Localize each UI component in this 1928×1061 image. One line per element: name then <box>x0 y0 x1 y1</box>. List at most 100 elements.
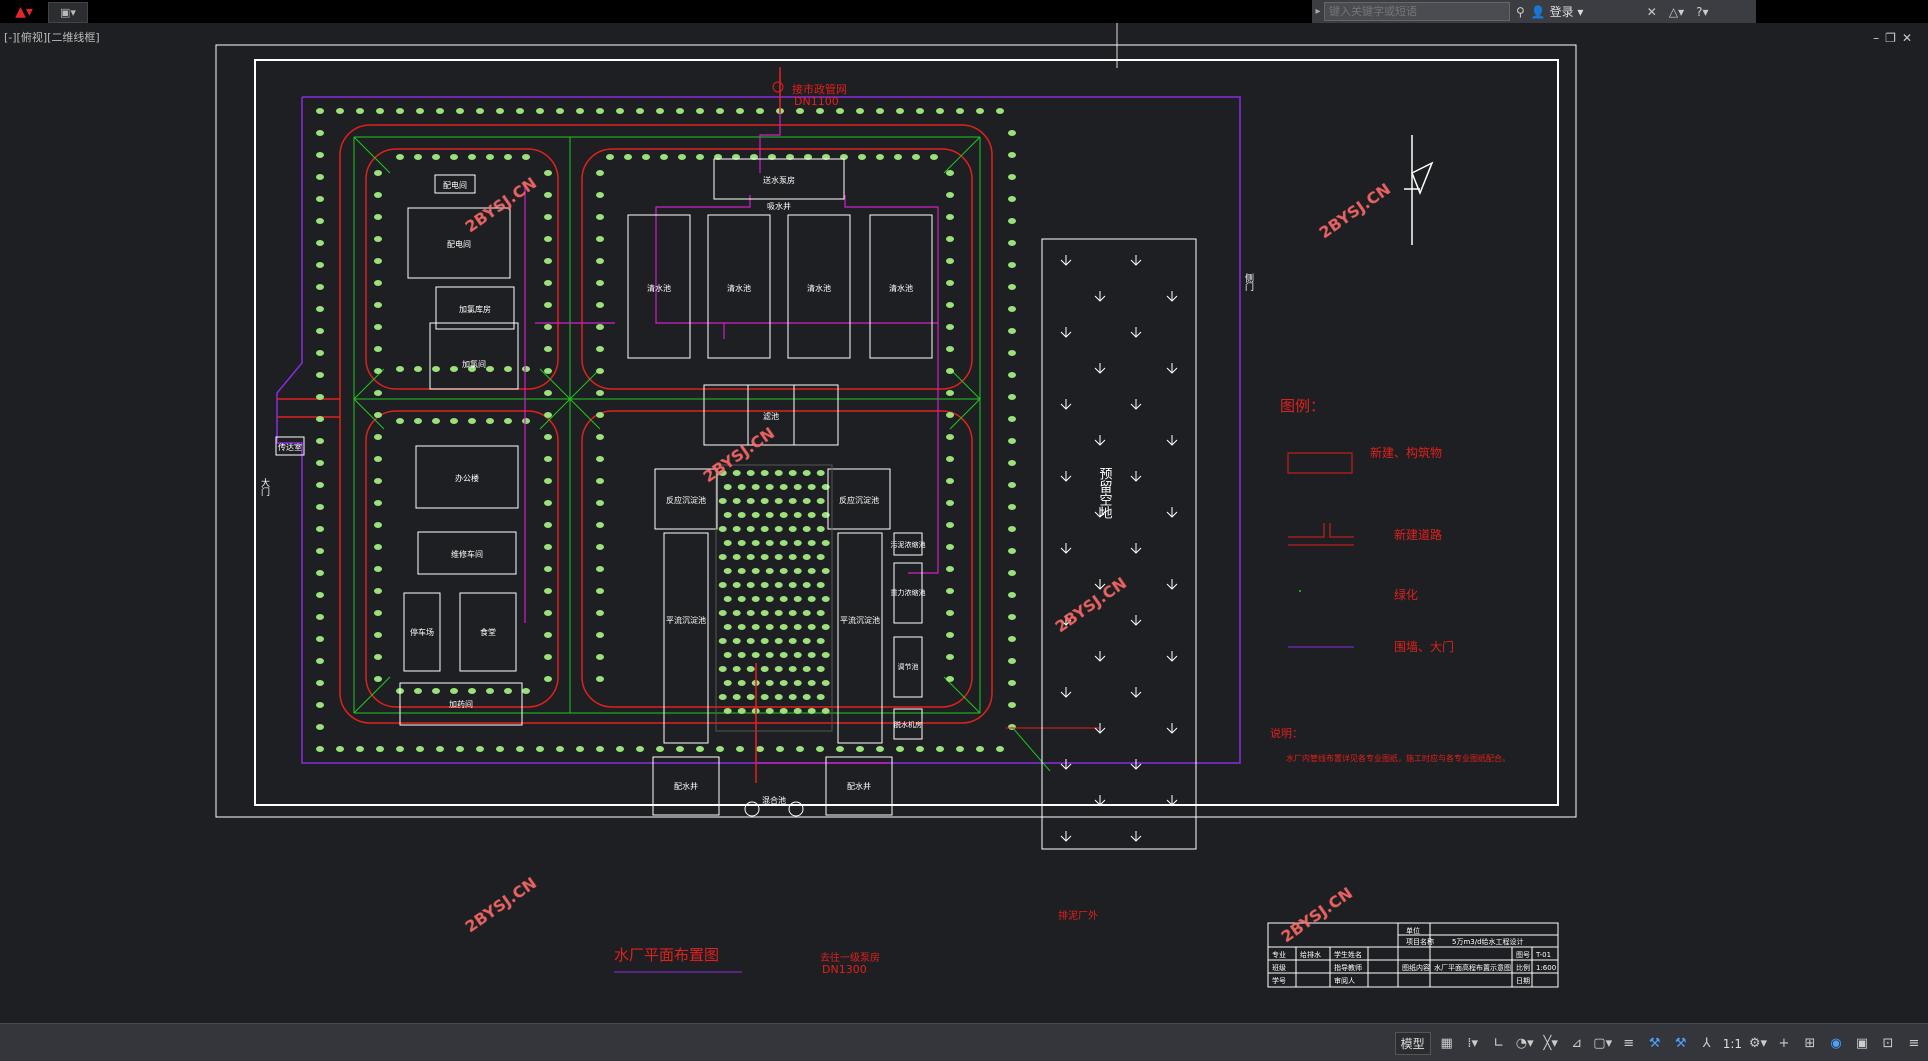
legend-green-swatch <box>1299 590 1301 592</box>
tree-icon <box>544 192 552 198</box>
arrow-down-icon <box>1130 255 1142 266</box>
lineweight-icon[interactable]: ≡ <box>1623 1036 1635 1051</box>
polar-icon[interactable]: ◔▾ <box>1515 1036 1534 1051</box>
tree-icon <box>746 470 755 476</box>
isodraft-icon[interactable]: ╳▾ <box>1543 1036 1558 1051</box>
quick-access-toolbar[interactable]: ▣▾ <box>48 2 88 23</box>
tree-icon <box>916 746 924 752</box>
tree-icon <box>396 746 404 752</box>
tree-icon <box>544 522 552 528</box>
customize-icon[interactable]: ≡ <box>1908 1036 1920 1051</box>
snap-icon[interactable]: ⁞▾ <box>1467 1036 1479 1051</box>
tree-icon <box>596 258 604 264</box>
tree-icon <box>956 108 964 114</box>
tree-icon <box>374 500 382 506</box>
annotation-icon[interactable]: ⅄ <box>1702 1036 1711 1051</box>
tree-icon <box>723 652 732 658</box>
tree-icon <box>516 746 524 752</box>
tree-icon <box>816 582 825 588</box>
annotation-scale-icon[interactable]: ⚒ <box>1648 1036 1661 1051</box>
tree-icon <box>376 746 384 752</box>
hardware-accel-icon[interactable]: ▣ <box>1855 1036 1869 1051</box>
tree-icon <box>821 680 830 686</box>
tree-icon <box>414 366 422 372</box>
login-button[interactable]: 👤 登录 ▾ <box>1530 5 1584 19</box>
tree-icon <box>450 688 458 694</box>
label-sed-right: 平流沉淀池 <box>840 615 880 625</box>
tree-icon <box>374 170 382 176</box>
tree-icon <box>737 540 746 546</box>
close-icon[interactable]: ✕ <box>1901 31 1918 45</box>
tree-icon <box>946 214 954 220</box>
binoculars-icon[interactable]: ⚲ <box>1516 4 1525 19</box>
tree-icon <box>596 236 604 242</box>
tree-icon <box>796 108 804 114</box>
tree-icon <box>774 666 783 672</box>
tree-icon <box>876 746 884 752</box>
tree-icon <box>636 746 644 752</box>
autocad-logo-icon[interactable]: ▲▾ <box>15 3 33 20</box>
building-dist-right <box>825 756 893 816</box>
tree-icon <box>732 666 741 672</box>
exchange-icon[interactable]: ✕ <box>1646 4 1657 19</box>
units-icon[interactable]: ⊞ <box>1804 1036 1816 1051</box>
tree-icon <box>793 596 802 602</box>
annotation-visibility-icon[interactable]: ⚒ <box>1674 1036 1687 1051</box>
tree-icon <box>756 108 764 114</box>
tree-icon <box>556 746 564 752</box>
gear-icon[interactable]: ⚙▾ <box>1748 1036 1768 1051</box>
window-controls[interactable]: –❐✕ <box>1873 31 1918 45</box>
tree-icon <box>788 470 797 476</box>
tree-icon <box>765 680 774 686</box>
guard-house <box>275 436 305 456</box>
tree-icon <box>504 418 512 424</box>
tree-icon <box>760 610 769 616</box>
tree-icon <box>1008 372 1016 378</box>
tree-icon <box>788 694 797 700</box>
search-input[interactable] <box>1324 2 1510 21</box>
expand-arrow-icon[interactable]: ▸ <box>1315 6 1321 17</box>
plan-title: 水厂平面布置图 <box>614 946 719 964</box>
arrow-down-icon <box>1166 435 1178 446</box>
tree-icon <box>316 702 324 708</box>
tree-icon <box>596 456 604 462</box>
label-dist-right: 配水井 <box>847 781 871 791</box>
tree-icon <box>736 108 744 114</box>
drawing-canvas[interactable]: 配电间 配电间 加氯库房 办公楼 维修车间 停车场 食堂 加药间 送水泵房 吸水… <box>0 23 1928 1023</box>
tree-icon <box>1008 328 1016 334</box>
model-tab[interactable]: 模型 <box>1394 1032 1431 1055</box>
object-snap-icon[interactable]: ⊿ <box>1571 1036 1583 1051</box>
isolate-icon[interactable]: ◉ <box>1830 1036 1842 1051</box>
tree-icon <box>946 522 954 528</box>
tree-icon <box>718 470 727 476</box>
tree-icon <box>596 588 604 594</box>
a360-icon[interactable]: △▾ <box>1668 4 1685 19</box>
roads <box>277 124 993 724</box>
tree-icon <box>737 652 746 658</box>
status-tools: 模型 ▦ ⁞▾ ∟ ◔▾ ╳▾ ⊿ ▢▾ ≡ ⚒ ⚒ ⅄ 1:1 ⚙▾ + ⊞ … <box>1394 1032 1924 1055</box>
viewport-label[interactable]: [-][俯视][二维线框] <box>4 31 100 44</box>
tree-icon <box>718 610 727 616</box>
mixer-tank-left <box>744 801 760 817</box>
plus-icon[interactable]: + <box>1778 1036 1790 1051</box>
tb-design-label: 指导教师 <box>1334 963 1362 972</box>
tree-icon <box>416 108 424 114</box>
ortho-icon[interactable]: ∟ <box>1493 1036 1505 1051</box>
tree-icon <box>779 540 788 546</box>
tree-icon <box>678 154 686 160</box>
minimize-icon[interactable]: – <box>1873 31 1886 45</box>
tree-icon <box>946 302 954 308</box>
scale-ratio[interactable]: 1:1 <box>1722 1036 1742 1051</box>
arrow-down-icon <box>1130 471 1142 482</box>
sheet-outer-frame <box>215 44 1577 818</box>
tree-icon <box>450 418 458 424</box>
clean-screen-icon[interactable]: ⊡ <box>1882 1036 1894 1051</box>
tree-icon <box>779 652 788 658</box>
restore-icon[interactable]: ❐ <box>1885 31 1902 45</box>
tree-icon <box>946 500 954 506</box>
tree-icon <box>737 484 746 490</box>
object-track-icon[interactable]: ▢▾ <box>1593 1036 1613 1051</box>
help-icon[interactable]: ?▾ <box>1696 4 1709 19</box>
label-filter: 滤池 <box>763 411 779 421</box>
grid-icon[interactable]: ▦ <box>1440 1036 1453 1051</box>
